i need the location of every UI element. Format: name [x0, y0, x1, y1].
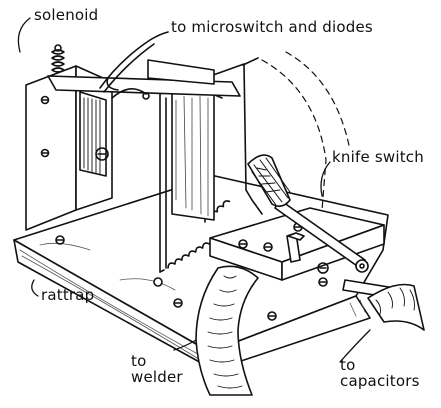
- solenoid-label: solenoid: [34, 6, 99, 24]
- welder-label-line2: welder: [131, 368, 183, 386]
- knife-switch-block: [209, 207, 385, 281]
- welder-label-line1: to: [131, 352, 147, 370]
- lever-arm: [47, 59, 241, 100]
- rattrap-label: rattrap: [41, 286, 95, 304]
- capacitors-label-line1: to: [340, 356, 356, 374]
- microswitch-label: to microswitch and diodes: [171, 18, 373, 36]
- wooden-post: [171, 85, 215, 221]
- microswitch-wires: [99, 31, 169, 99]
- swing-arc-dashed: [261, 51, 351, 211]
- knife-switch-label: knife switch: [332, 148, 424, 166]
- capacitors-label-line2: capacitors: [340, 372, 420, 390]
- welder-cable: [195, 265, 259, 396]
- capacitor-cable: [367, 283, 425, 331]
- capacitors-label: to capacitors: [340, 357, 420, 389]
- solenoid: [25, 44, 113, 231]
- welder-label: to welder: [131, 353, 183, 385]
- leader-lines: [17, 17, 371, 363]
